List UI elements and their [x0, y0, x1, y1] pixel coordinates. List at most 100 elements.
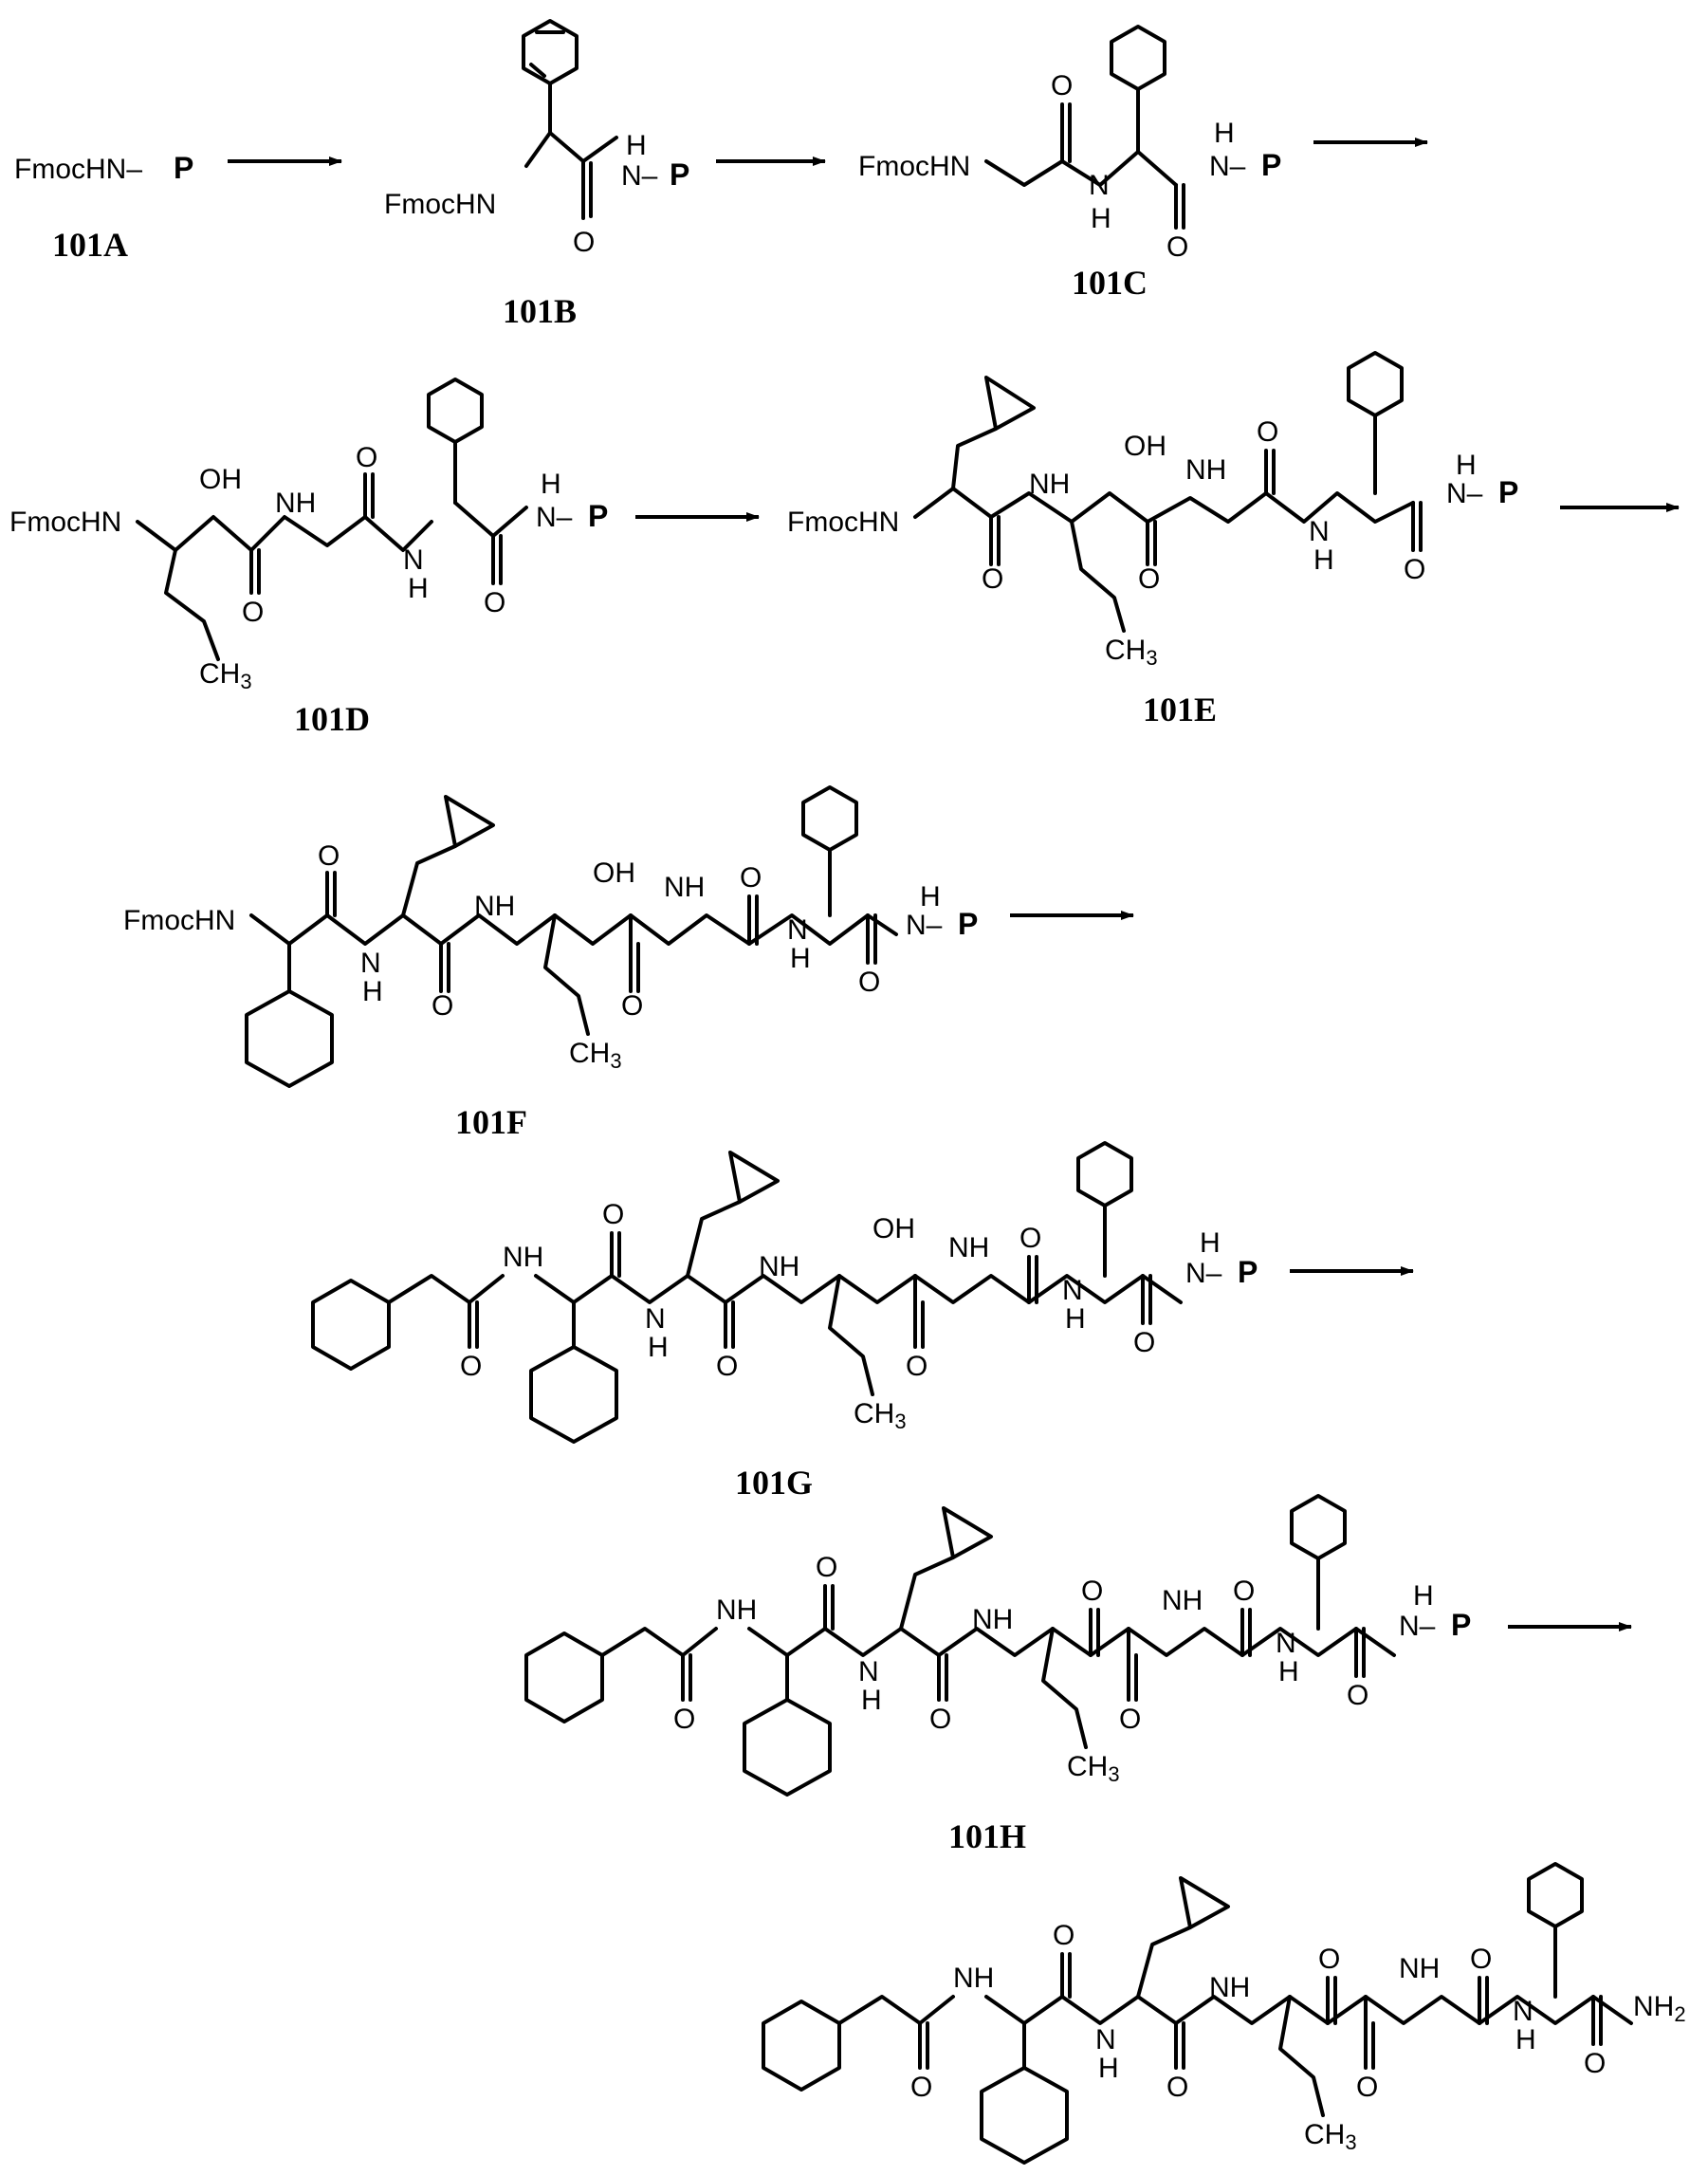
nitrogen-atom: NH — [664, 872, 705, 903]
methyl-group: CH3 — [854, 1398, 907, 1433]
oxygen-atom: O — [673, 1704, 695, 1735]
amide-nitrogen-text: N– — [621, 160, 658, 192]
cyclopropyl-ring — [986, 378, 1034, 429]
resin-symbol: P — [1498, 475, 1518, 509]
oxygen-atom: O — [1356, 2072, 1378, 2103]
methyl-group: CH3 — [1105, 635, 1158, 670]
hydrogen-atom: H — [861, 1685, 882, 1716]
oxygen-atom: O — [460, 1351, 482, 1382]
hydrogen-atom: H — [1515, 2024, 1536, 2055]
compound-101C: FmocHN O N H O H N– P 101C — [858, 27, 1281, 302]
compound-101A: FmocHN– P 101A — [14, 151, 193, 264]
hydrogen-atom: H — [1313, 544, 1334, 576]
compound-label-101E: 101E — [1143, 691, 1217, 728]
methyl-group: CH3 — [1067, 1751, 1120, 1786]
nitrogen-atom: NH — [474, 891, 515, 922]
nitrogen-atom: NH — [953, 1963, 994, 1994]
compound-label-101F: 101F — [455, 1103, 527, 1141]
nitrogen-atom: NH — [1029, 469, 1070, 500]
phenyl-ring — [1292, 1496, 1345, 1558]
hydrogen-atom: H — [1278, 1656, 1299, 1687]
phenyl-ring — [429, 379, 482, 442]
phenyl-ring — [1111, 27, 1165, 89]
oxygen-atom: O — [1133, 1327, 1155, 1358]
oxygen-atom: O — [906, 1351, 927, 1382]
hydrogen-atom: H — [920, 881, 941, 912]
compound-101G: O NH O N H O NH CH3 OH O NH O N H O H N–… — [313, 1143, 1258, 1502]
oxygen-atom: O — [1051, 70, 1073, 101]
fmoc-amine-text: FmocHN– — [14, 154, 142, 185]
nitrogen-atom: NH — [503, 1242, 543, 1273]
fmoc-amine-text: FmocHN — [858, 151, 970, 182]
oxygen-atom: O — [1081, 1576, 1103, 1607]
compound-label-101G: 101G — [735, 1464, 813, 1502]
compound-101F: FmocHN O N H O NH CH3 OH O NH O N H O H … — [123, 787, 978, 1141]
oxygen-atom: O — [573, 227, 595, 258]
resin-symbol: P — [1238, 1255, 1258, 1289]
hydrogen-atom: H — [1413, 1580, 1434, 1612]
cyclopropyl-ring — [446, 797, 493, 846]
compound-label-101H: 101H — [948, 1817, 1026, 1855]
hydrogen-atom: H — [790, 943, 811, 974]
hydroxyl-group: OH — [1124, 431, 1166, 462]
methyl-group: CH3 — [569, 1038, 622, 1073]
hydrogen-atom: H — [362, 976, 383, 1007]
fmoc-amine-text: FmocHN — [384, 189, 496, 220]
hydrogen-atom: H — [648, 1332, 669, 1363]
cyclohexyl-ring — [247, 991, 332, 1086]
resin-symbol: P — [958, 907, 978, 941]
compound-101D: FmocHN CH3 OH O NH O N H O H N– P 101D — [9, 379, 608, 738]
oxygen-atom: O — [929, 1704, 951, 1735]
phenyl-ring — [803, 787, 856, 850]
amide-nitrogen-text: N– — [906, 910, 943, 941]
fmoc-amine-text: FmocHN — [123, 905, 235, 936]
oxygen-atom: O — [1257, 416, 1278, 448]
compound-label-101B: 101B — [503, 292, 577, 330]
cyclopropyl-ring — [1181, 1878, 1228, 1927]
nitrogen-atom: N — [1095, 2024, 1116, 2055]
resin-symbol: P — [174, 151, 193, 185]
oxygen-atom: O — [1166, 231, 1188, 263]
hydrogen-atom: H — [1214, 118, 1235, 149]
phenyl-ring — [523, 21, 577, 83]
oxygen-atom: O — [1233, 1576, 1255, 1607]
hydroxyl-group: OH — [199, 464, 242, 495]
oxygen-atom: O — [318, 840, 340, 872]
oxygen-atom: O — [432, 990, 453, 1022]
compound-label-101A: 101A — [52, 226, 128, 264]
cyclopropyl-ring — [730, 1152, 778, 1202]
cyclohexyl-ring — [982, 2068, 1067, 2163]
oxygen-atom: O — [816, 1552, 837, 1583]
oxygen-atom: O — [858, 967, 880, 998]
oxygen-atom: O — [621, 990, 643, 1022]
hydrogen-atom: H — [1200, 1227, 1221, 1259]
hydrogen-atom: H — [626, 130, 647, 161]
oxygen-atom: O — [910, 2072, 932, 2103]
phenyl-ring — [1349, 353, 1402, 415]
compound-101E: FmocHN O NH CH3 OH O NH O N H O H N– P 1… — [787, 353, 1518, 728]
oxygen-atom: O — [1119, 1704, 1141, 1735]
compound-101H: O NH O N H O NH CH3 O O NH O N H O H — [526, 1496, 1471, 1855]
resin-symbol: P — [588, 499, 608, 533]
final-product: O NH O N H O NH CH3 O O NH O N H O NH2 — [763, 1864, 1686, 2163]
nitrogen-atom: NH — [1209, 1972, 1250, 2003]
cyclohexyl-ring — [531, 1347, 616, 1442]
amide-nitrogen-text: N– — [1209, 151, 1246, 182]
nitrogen-atom: NH — [1399, 1953, 1440, 1984]
hydrogen-atom: H — [1065, 1303, 1086, 1335]
hydrogen-atom: H — [1456, 450, 1477, 481]
nitrogen-atom: N — [645, 1303, 666, 1335]
methyl-group: CH3 — [1304, 2119, 1357, 2154]
hydrogen-atom: H — [541, 469, 561, 500]
oxygen-atom: O — [356, 442, 377, 473]
oxygen-atom: O — [602, 1199, 624, 1230]
cyclopropyl-ring — [944, 1508, 991, 1558]
amide-nitrogen-text: N– — [1399, 1611, 1436, 1642]
fmoc-amine-text: FmocHN — [9, 507, 121, 538]
nitrogen-atom: N — [1513, 1996, 1534, 2027]
hydroxyl-group: OH — [593, 857, 635, 889]
nitrogen-atom: N — [1089, 170, 1110, 201]
resin-symbol: P — [670, 157, 689, 192]
oxygen-atom: O — [242, 597, 264, 628]
